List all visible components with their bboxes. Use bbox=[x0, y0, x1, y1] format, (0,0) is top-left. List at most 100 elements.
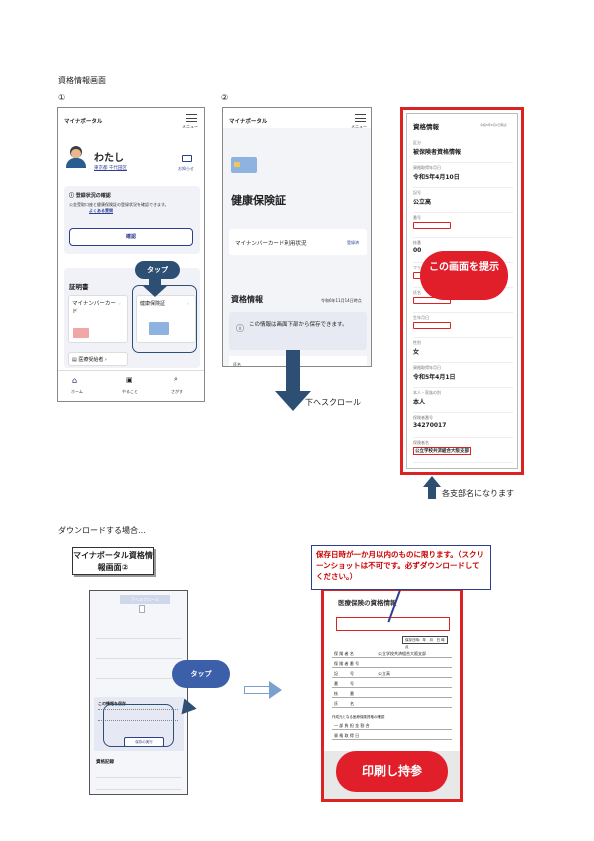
home-icon[interactable]: ⌂ bbox=[72, 376, 78, 385]
qualification-field: 氏名 bbox=[413, 288, 513, 313]
clipboard-icon[interactable]: ▣ bbox=[126, 376, 133, 384]
field-value: 女 bbox=[413, 349, 420, 356]
name-row-label: 氏名 bbox=[233, 362, 241, 367]
doc-row: 番 号 bbox=[332, 679, 452, 688]
health-tile-highlight bbox=[132, 285, 197, 353]
qualification-field: 本人・家族の別本人 bbox=[413, 388, 513, 413]
qualification-field: 資格取得年月日令和5年4月1日 bbox=[413, 363, 513, 388]
doc-row: 資 格 取 得 日 bbox=[332, 731, 452, 740]
tap-bubble: タップ bbox=[135, 261, 180, 279]
save-title: この情報を保存 bbox=[98, 701, 126, 706]
field-value: 令和5年4月1日 bbox=[413, 374, 456, 381]
qualification-field: 性別女 bbox=[413, 338, 513, 363]
health-card-icon bbox=[149, 322, 169, 335]
field-label: 氏名 bbox=[413, 290, 421, 295]
field-label: 記号 bbox=[413, 190, 421, 195]
doc-row: 保 険 者 名公立学校共済組合大阪支部 bbox=[332, 649, 452, 658]
field-label: 番号 bbox=[413, 215, 421, 220]
avatar bbox=[66, 146, 86, 168]
tap-arrow-shaft bbox=[149, 279, 161, 286]
notice-label: お知らせ bbox=[178, 166, 194, 171]
screen-mynaportal-home: マイナポータル メニュー わたし 東京都 千代田区 お知らせ ⓘ 登録状況の確認… bbox=[57, 107, 205, 402]
right-arrow-head bbox=[269, 681, 282, 699]
redacted-value-box bbox=[413, 297, 451, 304]
certificate-heading: 証明書 bbox=[69, 283, 89, 291]
mynumber-card-icon bbox=[73, 328, 89, 338]
page-title: 健康保険証 bbox=[231, 194, 286, 207]
doc-row-value: 公立学校共済組合大阪支部 bbox=[378, 651, 426, 656]
doc-title: 医療保険の資格情報 bbox=[338, 599, 397, 607]
menu-icon[interactable] bbox=[355, 114, 366, 122]
field-label: 枝番 bbox=[413, 240, 421, 245]
present-screen-badge: この画面を提示 bbox=[420, 251, 508, 300]
chevron-right-icon: › bbox=[119, 301, 121, 306]
notice-box: 保存日時が一か月以内のものに限ります。（スクリーンショットは不可です。必ずダウン… bbox=[311, 545, 491, 590]
scroll-arrow-shaft bbox=[286, 350, 300, 393]
confirm-button[interactable]: 確認 bbox=[69, 228, 193, 246]
app-title: マイナポータル bbox=[229, 119, 268, 125]
field-label: 本人・家族の別 bbox=[413, 390, 441, 395]
doc-date-box: 保存日時：年 月 日 時点 bbox=[402, 636, 448, 649]
save-info-note: ⓘ この情報は画面下部から保存できます。 bbox=[229, 312, 367, 350]
field-value: 被保険者資格情報 bbox=[413, 149, 462, 156]
screen-health-insurance: マイナポータル メニュー 健康保険証 マイナンバーカード利用状況 登録済 資格情… bbox=[222, 107, 372, 367]
step-1-label: ① bbox=[58, 93, 66, 102]
mynumber-card-tile[interactable]: マイナンバーカード › bbox=[68, 295, 128, 343]
registration-title: ⓘ 登録状況の確認 bbox=[69, 193, 111, 199]
certificate-section: 証明書 マイナンバーカード › 健康保険証 › ▤ 医療受給者 › bbox=[64, 268, 200, 368]
faq-link[interactable]: よくある質問 bbox=[89, 208, 113, 213]
step-2-label: ② bbox=[221, 93, 229, 102]
info-date: 令和6年11月14日時点 bbox=[321, 298, 362, 303]
bottom-nav: ⌂ ホーム ▣ やること ⌕ さがす bbox=[58, 370, 204, 401]
field-value: 公立学校共済組合大阪支部 bbox=[413, 447, 471, 455]
doc-row: 氏 名 bbox=[332, 699, 452, 708]
chip-arrow bbox=[139, 605, 145, 613]
menu-icon[interactable] bbox=[186, 114, 197, 122]
branch-arrow-shaft bbox=[428, 486, 436, 499]
user-area-link[interactable]: 東京都 千代田区 bbox=[94, 166, 127, 171]
tap-arrow-head bbox=[143, 286, 167, 297]
right-arrow-shaft bbox=[244, 686, 270, 694]
field-label: 保険者名 bbox=[413, 440, 429, 445]
screen2-label-box: マイナポータル資格情報画面② bbox=[72, 547, 154, 575]
card-status-row[interactable]: マイナンバーカード利用状況 登録済 bbox=[229, 229, 367, 255]
doc-row: 一 部 負 担 金 割 合 bbox=[332, 721, 452, 730]
info-heading: 資格情報 bbox=[231, 295, 263, 304]
nav-home[interactable]: ホーム bbox=[71, 389, 83, 394]
save-button-highlight bbox=[103, 704, 174, 747]
medical-recipient-label: ▤ 医療受給者 › bbox=[72, 357, 107, 363]
doc-row-key: 資 格 取 得 日 bbox=[334, 733, 360, 738]
registration-text: 公金受取口座と健康保険証の登録状況を確認できます。 bbox=[69, 202, 169, 207]
qualification-field: 番号 bbox=[413, 213, 513, 238]
qualification-field: 生年月日 bbox=[413, 313, 513, 338]
scroll-arrow-head bbox=[275, 391, 311, 411]
medical-recipient-tile[interactable]: ▤ 医療受給者 › bbox=[68, 352, 128, 366]
doc-date-value: 年 月 日 時点 bbox=[405, 638, 445, 649]
doc-row: 枝 番 bbox=[332, 689, 452, 698]
field-value: 00 bbox=[413, 247, 422, 254]
doc-row-key: 一 部 負 担 金 割 合 bbox=[334, 723, 370, 728]
doc-date-label: 保存日時： bbox=[405, 638, 423, 642]
screen-qualification-info: 資格情報 令和6年6月2日時点 区分被保険者資格情報資格取得年月日令和5年4月1… bbox=[400, 107, 524, 475]
doc-row-key: 保 険 者 番 号 bbox=[334, 661, 360, 666]
doc-subtitle: 作成元となる医療保険資格の確認 bbox=[332, 715, 385, 719]
health-insurance-label: 健康保険証 bbox=[140, 301, 166, 307]
doc-row-key: 氏 名 bbox=[334, 701, 354, 706]
redacted-value-box bbox=[413, 222, 451, 229]
download-screen: 下へスクロール この情報を保存 保存の実行 資格記録 bbox=[89, 590, 188, 795]
redacted-value-box bbox=[413, 322, 451, 329]
doc-row: 保 険 者 番 号 bbox=[332, 659, 452, 668]
history-title: 資格記録 bbox=[96, 760, 114, 765]
search-icon[interactable]: ⌕ bbox=[174, 375, 178, 383]
notice-icon[interactable] bbox=[182, 155, 192, 162]
info-note-text: この情報は画面下部から保存できます。 bbox=[249, 322, 348, 328]
health-insurance-tile[interactable]: 健康保険証 › bbox=[136, 295, 196, 343]
health-card-icon bbox=[231, 157, 257, 173]
nav-search[interactable]: さがす bbox=[171, 389, 183, 394]
user-name: わたし bbox=[94, 153, 124, 164]
card-status-label: マイナンバーカード利用状況 bbox=[235, 241, 307, 247]
field-value: 本人 bbox=[413, 399, 426, 406]
nav-todo[interactable]: やること bbox=[122, 389, 138, 394]
qualification-field: 区分被保険者資格情報 bbox=[413, 138, 513, 163]
